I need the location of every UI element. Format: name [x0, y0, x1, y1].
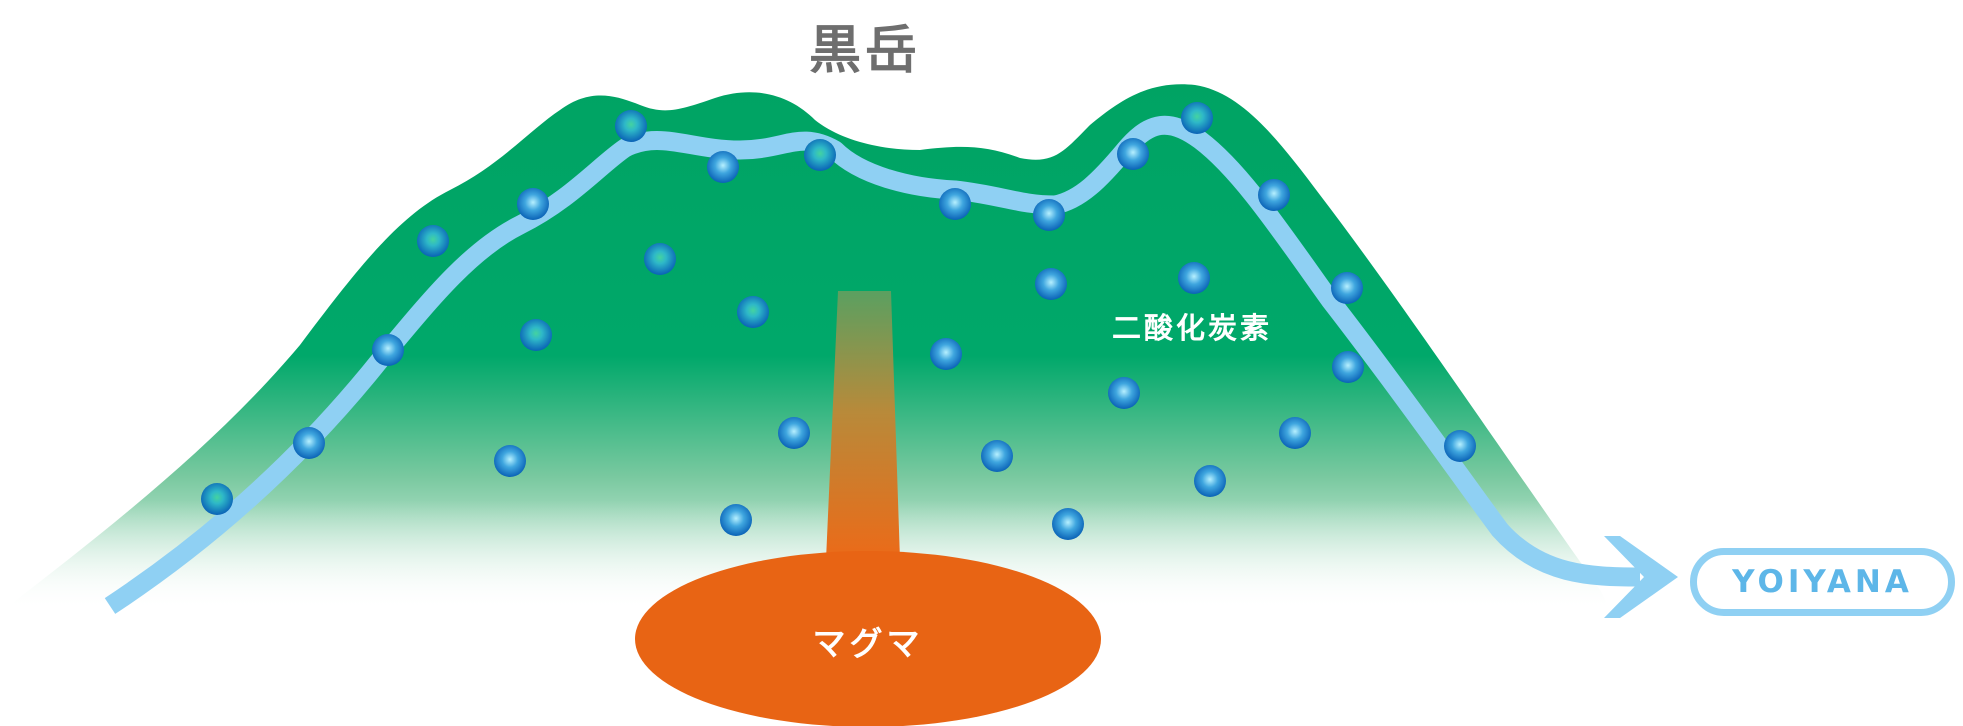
co2-bubble-icon [939, 188, 971, 220]
mountain-title: 黒岳 [808, 21, 921, 81]
co2-bubble-icon [1052, 508, 1084, 540]
co2-bubble-icon [1331, 272, 1363, 304]
co2-bubble-icon [1444, 430, 1476, 462]
co2-bubble-icon [1332, 351, 1364, 383]
co2-bubble-icon [1181, 102, 1213, 134]
co2-bubble-icon [778, 417, 810, 449]
co2-bubble-icon [372, 334, 404, 366]
co2-bubble-icon [1117, 138, 1149, 170]
magma-label: マグマ [812, 624, 924, 663]
co2-bubble-icon [1178, 262, 1210, 294]
destination-badge: YOIYANA [1690, 548, 1955, 616]
co2-bubble-icon [520, 319, 552, 351]
magma-chamber [635, 551, 1101, 726]
co2-bubble-icon [1194, 465, 1226, 497]
co2-bubble-icon [494, 445, 526, 477]
co2-bubble-icon [720, 504, 752, 536]
co2-flow-path [104, 115, 1641, 614]
co2-bubble-icon [1033, 199, 1065, 231]
co2-bubble-icon [1035, 268, 1067, 300]
co2-bubble-icon [1108, 377, 1140, 409]
co2-bubbles [201, 102, 1476, 540]
co2-bubble-icon [644, 243, 676, 275]
co2-bubble-icon [293, 427, 325, 459]
co2-bubble-icon [417, 225, 449, 257]
magma-vent [826, 291, 900, 560]
co2-bubble-icon [517, 188, 549, 220]
co2-bubble-icon [804, 139, 836, 171]
co2-bubble-icon [707, 151, 739, 183]
flow-arrow-icon [1604, 536, 1678, 618]
co2-bubble-icon [1258, 179, 1290, 211]
co2-bubble-icon [1279, 417, 1311, 449]
co2-bubble-icon [981, 440, 1013, 472]
co2-bubble-icon [737, 296, 769, 328]
co2-bubble-icon [201, 483, 233, 515]
co2-bubble-icon [930, 338, 962, 370]
co2-label: 二酸化炭素 [1112, 311, 1273, 345]
co2-bubble-icon [615, 110, 647, 142]
